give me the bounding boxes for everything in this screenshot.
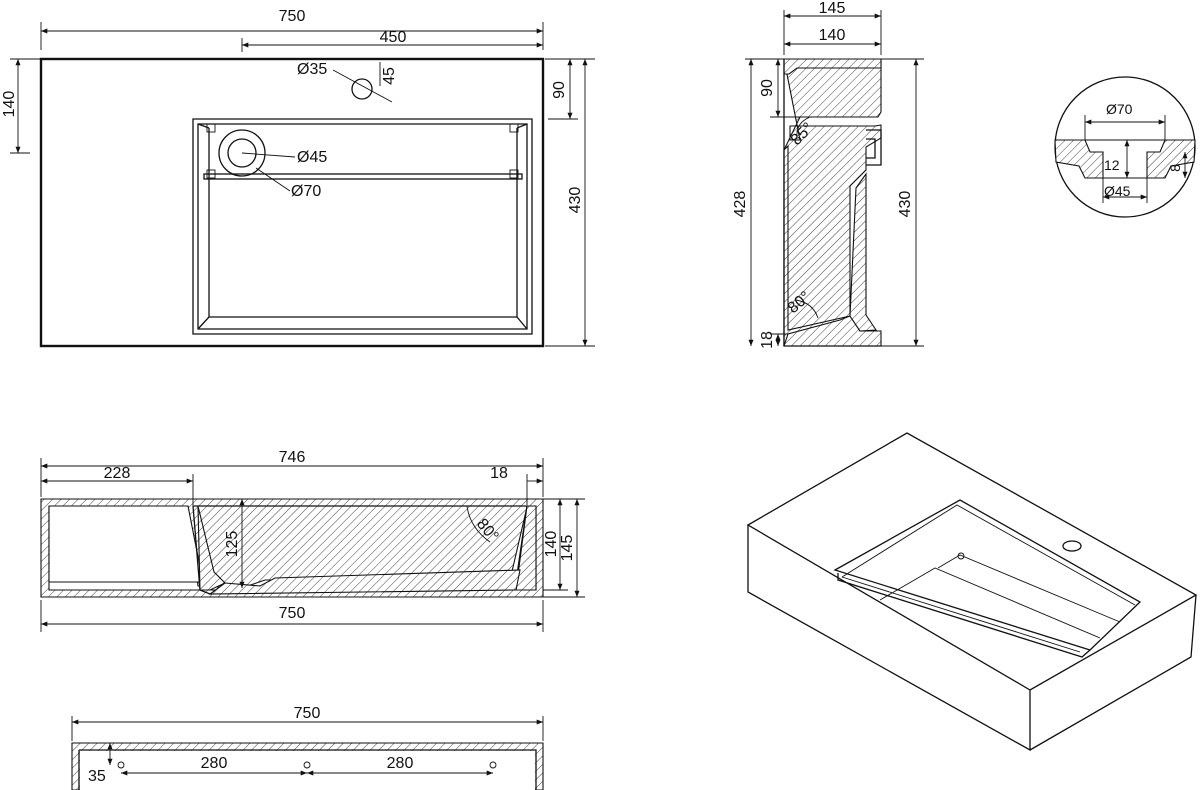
top-view: 750 450 140 90 430 Ø35 45 Ø45 Ø70 bbox=[1, 8, 595, 348]
back-hole-spacing-1-label: 280 bbox=[201, 755, 228, 772]
total-depth-label: 430 bbox=[567, 187, 584, 214]
drain-inner-label: Ø45 bbox=[297, 149, 327, 166]
front-inner-width-label: 746 bbox=[279, 449, 306, 466]
front-section: 746 228 18 125 80° 140 145 750 bbox=[40, 449, 585, 632]
top-width-label: 750 bbox=[279, 8, 306, 25]
side-section: 145 140 90 428 430 18 85° 80° bbox=[732, 0, 924, 349]
front-wall-label: 18 bbox=[490, 465, 508, 482]
detail-outer-label: Ø70 bbox=[1106, 101, 1133, 117]
side-total-depth-label: 430 bbox=[897, 191, 914, 218]
side-inner-width-label: 140 bbox=[819, 27, 846, 44]
drain-outer-label: Ø70 bbox=[291, 183, 321, 200]
drain-detail: Ø70 12 Ø45 8 bbox=[1054, 76, 1196, 218]
front-total-height-label: 145 bbox=[559, 535, 576, 562]
tap-offset-label: 450 bbox=[380, 29, 407, 46]
side-base-label: 18 bbox=[759, 331, 776, 349]
detail-inner-label: Ø45 bbox=[1104, 183, 1131, 199]
detail-step-label: 8 bbox=[1167, 164, 1183, 172]
tap-hole-offset-label: 45 bbox=[381, 67, 398, 85]
front-total-width-label: 750 bbox=[279, 605, 306, 622]
front-inner-height-label: 140 bbox=[543, 531, 560, 558]
front-bowl-depth-label: 125 bbox=[224, 531, 241, 558]
basin-offset-label: 90 bbox=[551, 81, 568, 99]
tap-hole-label: Ø35 bbox=[297, 61, 327, 78]
detail-depth-label: 12 bbox=[1104, 157, 1120, 173]
back-hole-height-label: 35 bbox=[88, 768, 106, 785]
isometric-view bbox=[746, 432, 1198, 752]
back-view: 750 280 280 35 bbox=[71, 705, 544, 790]
depth-to-basin-label: 140 bbox=[1, 91, 18, 118]
side-rim-label: 90 bbox=[759, 79, 776, 97]
back-hole-spacing-2-label: 280 bbox=[387, 755, 414, 772]
back-width-label: 750 bbox=[294, 705, 321, 722]
side-outer-width-label: 145 bbox=[819, 0, 846, 17]
side-inner-depth-label: 428 bbox=[732, 191, 749, 218]
front-shelf-label: 228 bbox=[104, 465, 131, 482]
